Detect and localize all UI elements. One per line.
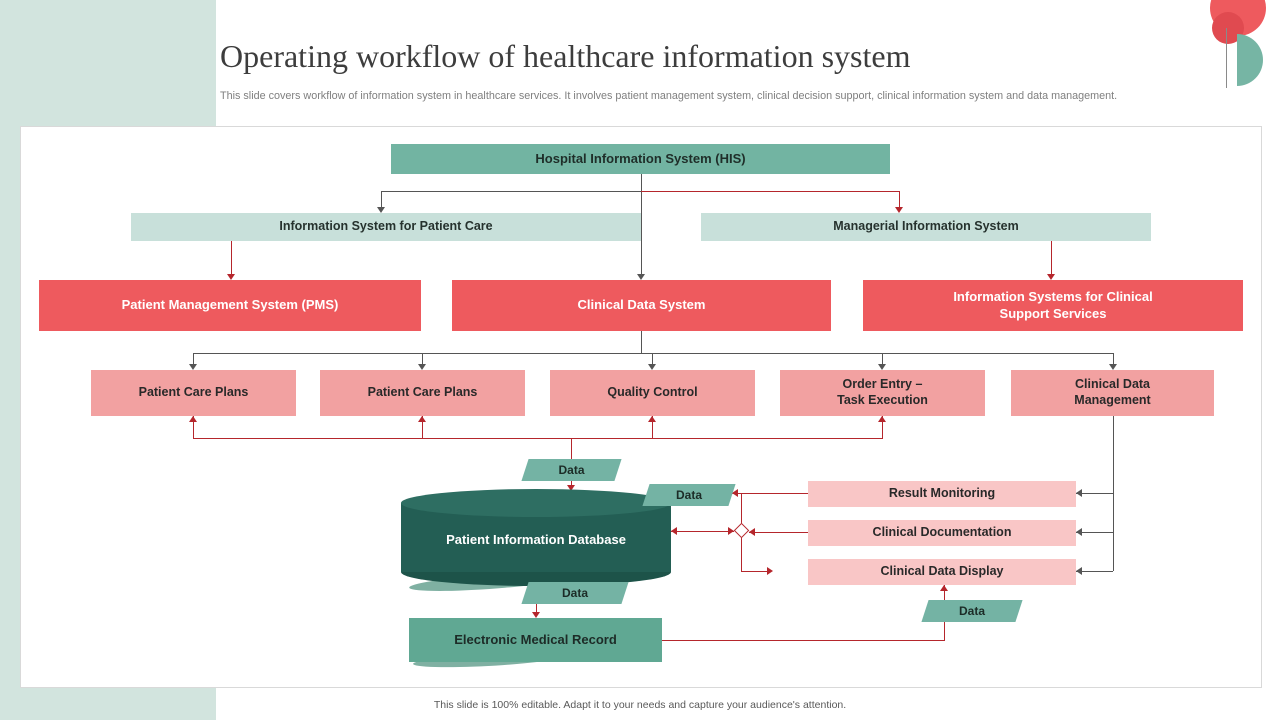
node-clinical-documentation: Clinical Documentation <box>808 520 1076 546</box>
connector-line <box>231 241 232 274</box>
arrowhead-left-icon <box>671 527 677 535</box>
connector-line <box>381 191 382 207</box>
connector-line <box>899 191 900 207</box>
connector-line <box>1113 416 1114 571</box>
arrowhead-down-icon <box>418 364 426 370</box>
node-patient-care-plans-1: Patient Care Plans <box>91 370 296 416</box>
node-clinical-data-system: Clinical Data System <box>452 280 831 331</box>
corner-divider-line <box>1226 28 1227 88</box>
arrowhead-down-icon <box>189 364 197 370</box>
connector-line <box>1113 353 1114 365</box>
arrowhead-up-icon <box>878 416 886 422</box>
corner-teal-half-circle-icon <box>1237 34 1263 86</box>
node-patient-management-system: Patient Management System (PMS) <box>39 280 421 331</box>
decision-diamond <box>733 522 750 539</box>
arrowhead-down-icon <box>377 207 385 213</box>
arrowhead-left-icon <box>732 489 738 497</box>
connector-line <box>193 353 194 365</box>
node-electronic-medical-record: Electronic Medical Record <box>409 618 662 662</box>
arrowhead-down-icon <box>227 274 235 280</box>
arrowhead-down-icon <box>878 364 886 370</box>
arrowhead-up-icon <box>940 585 948 591</box>
arrowhead-left-icon <box>1076 489 1082 497</box>
connector-line <box>662 640 945 641</box>
page-title: Operating workflow of healthcare informa… <box>220 38 911 74</box>
arrowhead-down-icon <box>567 485 575 491</box>
arrowhead-up-icon <box>189 416 197 422</box>
connector-line <box>882 353 883 365</box>
connector-line <box>741 538 742 571</box>
arrowhead-right-icon <box>767 567 773 575</box>
connector-line <box>652 416 653 438</box>
connector-line <box>741 571 767 572</box>
arrowhead-up-icon <box>648 416 656 422</box>
connector-line <box>422 353 423 365</box>
data-label: Data <box>558 463 585 477</box>
node-order-entry-task-execution: Order Entry – Task Execution <box>780 370 985 416</box>
connector-line <box>732 493 808 494</box>
connector-line <box>652 353 653 365</box>
slide-subtitle: This slide covers workflow of informatio… <box>220 90 1118 102</box>
diagram-panel: Hospital Information System (HIS) Inform… <box>20 126 1262 688</box>
node-patient-care-plans-2: Patient Care Plans <box>320 370 525 416</box>
connector-line <box>422 416 423 438</box>
arrowhead-down-icon <box>1109 364 1117 370</box>
arrowhead-down-icon <box>637 274 645 280</box>
node-patient-information-database: Patient Information Database <box>446 531 626 547</box>
node-hospital-information-system: Hospital Information System (HIS) <box>391 144 890 174</box>
connector-line <box>882 416 883 438</box>
arrowhead-down-icon <box>1047 274 1055 280</box>
arrowhead-left-icon <box>1076 528 1082 536</box>
data-label: Data <box>958 604 985 618</box>
arrowhead-up-icon <box>418 416 426 422</box>
arrowhead-down-icon <box>648 364 656 370</box>
connector-line <box>641 173 642 274</box>
connector-line <box>381 191 641 192</box>
slide-footer: This slide is 100% editable. Adapt it to… <box>433 699 847 711</box>
data-flow-shape: Data <box>642 484 736 506</box>
node-clinical-support-services: Information Systems for Clinical Support… <box>863 280 1243 331</box>
connector-line <box>1076 493 1113 494</box>
database-top-ellipse <box>401 489 671 517</box>
connector-line <box>193 353 1113 354</box>
connector-line <box>1051 241 1052 274</box>
node-result-monitoring: Result Monitoring <box>808 481 1076 507</box>
connector-line <box>193 416 194 438</box>
node-clinical-data-display: Clinical Data Display <box>808 559 1076 585</box>
data-label: Data <box>561 586 588 600</box>
arrowhead-down-icon <box>532 612 540 618</box>
node-managerial-information-system: Managerial Information System <box>701 213 1151 241</box>
data-flow-shape: Data <box>521 582 629 604</box>
arrowhead-right-icon <box>728 527 734 535</box>
node-quality-control: Quality Control <box>550 370 755 416</box>
connector-line <box>641 331 642 353</box>
connector-line <box>671 531 734 532</box>
data-flow-shape: Data <box>921 600 1023 622</box>
node-information-system-patient-care: Information System for Patient Care <box>131 213 641 241</box>
data-flow-shape: Data <box>521 459 622 481</box>
connector-line <box>193 438 883 439</box>
connector-line <box>641 191 899 192</box>
arrowhead-left-icon <box>749 528 755 536</box>
connector-line <box>1076 532 1113 533</box>
data-label: Data <box>675 488 702 502</box>
connector-line <box>749 532 808 533</box>
connector-line <box>741 493 742 525</box>
connector-line <box>1076 571 1113 572</box>
arrowhead-left-icon <box>1076 567 1082 575</box>
arrowhead-down-icon <box>895 207 903 213</box>
node-clinical-data-management: Clinical Data Management <box>1011 370 1214 416</box>
